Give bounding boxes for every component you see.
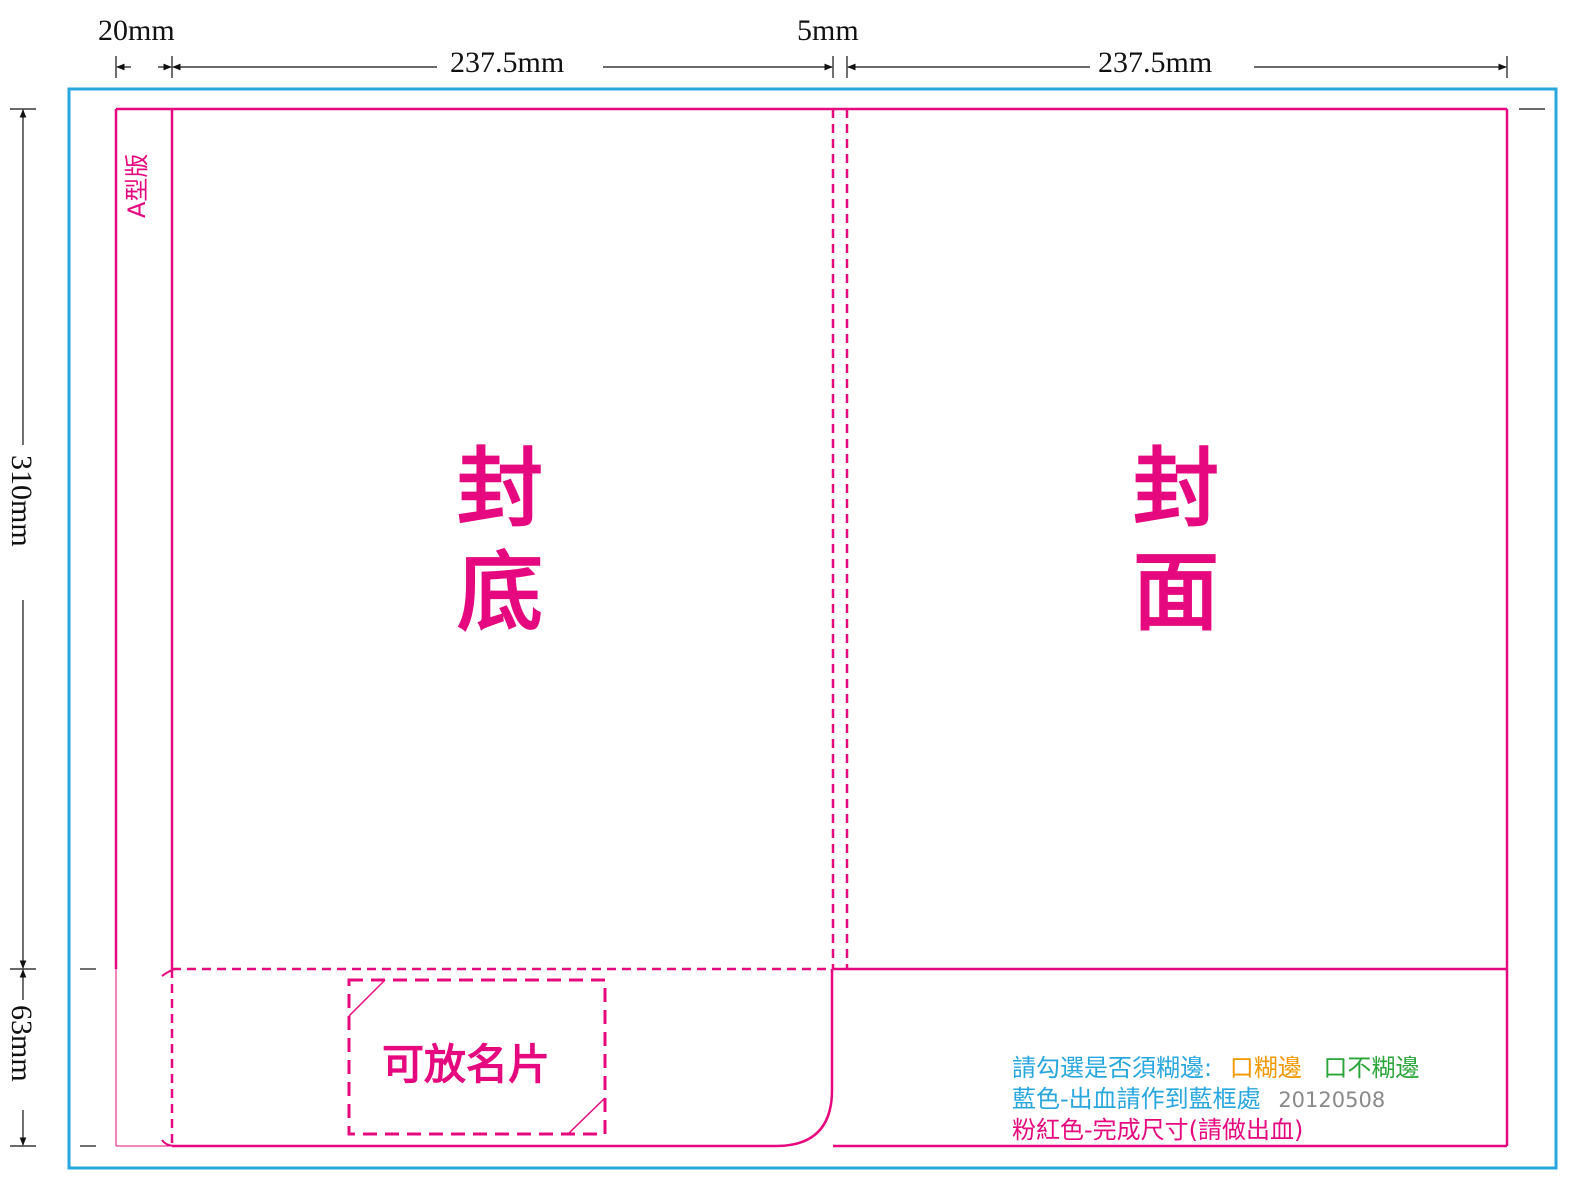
legend-option-glue: 口糊邊: [1230, 1054, 1302, 1082]
back-cover-label-2: 底: [457, 543, 543, 643]
trim-outline: [114, 107, 1509, 1148]
dim-5mm-label: 5mm: [797, 14, 859, 47]
front-cover-label-2: 面: [1133, 543, 1219, 643]
dim-20mm-label: 20mm: [98, 14, 175, 47]
side-dimension-lines: [10, 108, 1545, 1147]
dim-left-panel-label: 237.5mm: [450, 46, 564, 79]
top-dimension-lines: [115, 56, 1508, 78]
legend-bleed-note: 藍色-出血請作到藍框處: [1012, 1085, 1261, 1113]
card-slot-outline: [347, 978, 607, 1136]
dim-height-label: 310mm: [5, 455, 38, 547]
front-cover-label-1: 封: [1133, 439, 1219, 539]
legend-date: 20120508: [1278, 1088, 1385, 1112]
fold-lines: [170, 109, 849, 1146]
dim-right-panel-label: 237.5mm: [1098, 46, 1212, 79]
legend-glue-question: 請勾選是否須糊邊:: [1012, 1054, 1212, 1082]
back-cover-label-1: 封: [457, 439, 543, 539]
legend-line-3: 粉紅色-完成尺寸(請做出血): [1012, 1116, 1303, 1144]
dim-pocket-label: 63mm: [5, 1005, 38, 1082]
tab-type-label: A型版: [123, 154, 151, 218]
legend-line-1: 請勾選是否須糊邊: 口糊邊 口不糊邊: [1012, 1054, 1419, 1082]
legend-option-no-glue: 口不糊邊: [1323, 1054, 1419, 1082]
bleed-frame: [67, 87, 1558, 1170]
legend-line-2: 藍色-出血請作到藍框處 20120508: [1012, 1085, 1385, 1113]
card-slot-label: 可放名片: [382, 1040, 550, 1089]
